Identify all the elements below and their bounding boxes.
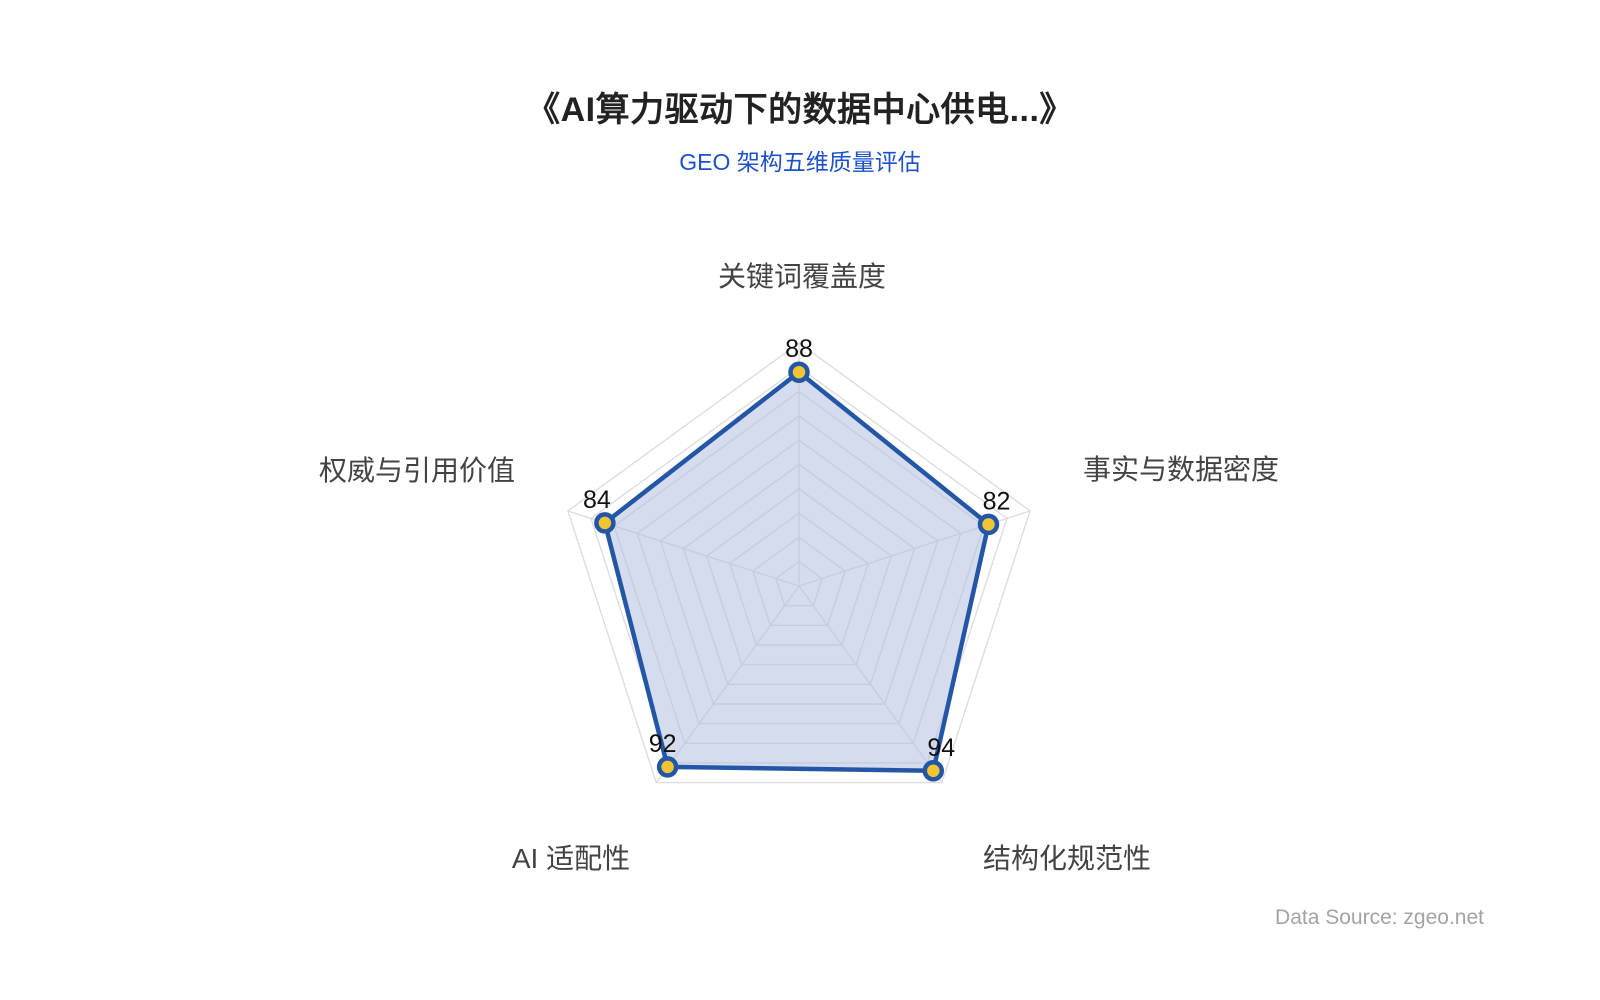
radar-data-point[interactable]: [977, 513, 1000, 536]
radar-data-point[interactable]: [922, 760, 945, 782]
data-source-label: Data Source: zgeo.net: [1275, 906, 1484, 929]
radar-value-label: 88: [785, 335, 813, 363]
radar-value-label: 82: [983, 487, 1011, 515]
radar-grid-ring: [567, 342, 1031, 784]
radar-series-polygon: [602, 369, 991, 774]
radar-axis-label: 事实与数据密度: [1083, 454, 1279, 485]
radar-value-label: 84: [583, 486, 611, 514]
radar-data-point[interactable]: [788, 361, 810, 383]
chart-subtitle: GEO 架构五维质量评估: [679, 149, 921, 175]
radar-data-point[interactable]: [656, 756, 679, 778]
radar-value-label: 94: [927, 734, 955, 762]
radar-axis-label: AI 适配性: [512, 843, 630, 874]
radar-axis-label: 结构化规范性: [983, 843, 1151, 874]
radar-axis-label: 权威与引用价值: [319, 455, 515, 486]
radar-data-point[interactable]: [594, 512, 616, 534]
radar-value-label: 92: [649, 730, 677, 758]
chart-title: 《AI算力驱动下的数据中心供电...》: [526, 91, 1074, 129]
radar-axis-label: 关键词覆盖度: [718, 261, 886, 292]
